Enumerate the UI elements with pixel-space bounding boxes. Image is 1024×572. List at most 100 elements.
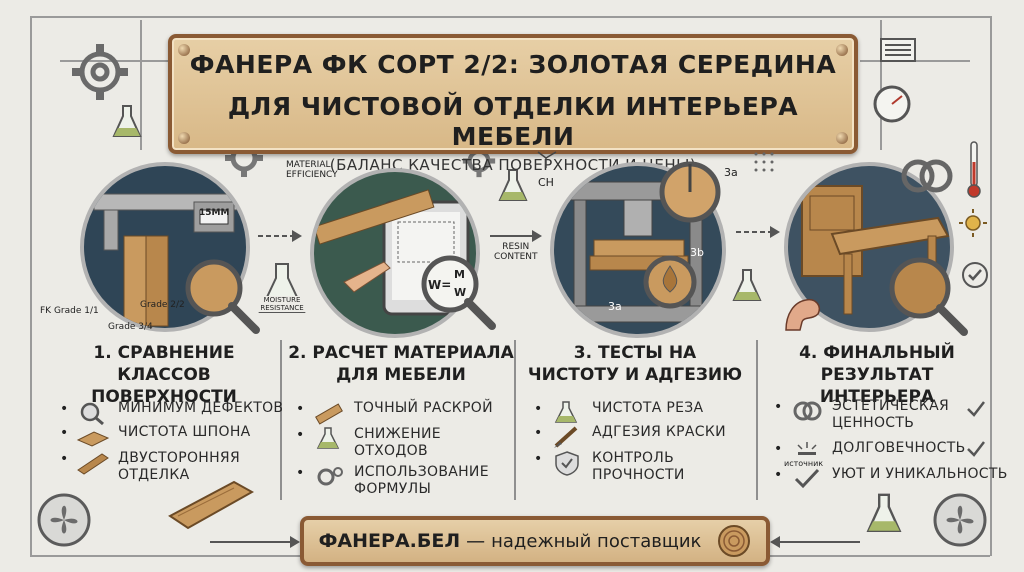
rivet (178, 132, 190, 144)
step1-bullet-2-text: ЧИСТОТА ШПОНА (118, 424, 251, 440)
step1-bullet-3-text: ДВУСТОРОННЯЯ ОТДЕЛКА (118, 450, 240, 483)
flask-icon (732, 269, 762, 301)
flask-icon (866, 493, 902, 532)
step4-bullet-3: • УЮТ И УНИКАЛЬНОСТЬ (774, 466, 1008, 492)
step4-title: 4. ФИНАЛЬНЫЙ РЕЗУЛЬТАТ ИНТЕРЬЕРА (762, 342, 992, 408)
grade-1-1-label: FK Grade 1/1 (40, 306, 99, 316)
step1-title: 1. СРАВНЕНИЕ КЛАССОВ ПОВЕРХНОСТИ (44, 342, 284, 408)
thermometer-icon (967, 141, 981, 198)
formula-denominator: W (454, 286, 467, 299)
ruler-icon (315, 403, 343, 425)
rivet (836, 132, 848, 144)
step1-title-line2: КЛАССОВ ПОВЕРХНОСТИ (91, 365, 237, 407)
step4-bullet-1: • ЭСТЕТИЧЕСКАЯ ЦЕННОСТЬ (774, 398, 950, 431)
grade-2-2-label: Grade 2/2 (140, 300, 185, 310)
page-title-line2: ДЛЯ ЧИСТОВОЙ ОТДЕЛКИ ИНТЕРЬЕРА МЕБЕЛИ (227, 92, 799, 151)
step3-illustration (550, 162, 726, 338)
source-caption: источник (784, 459, 824, 468)
wood-log-icon (718, 525, 751, 557)
wood-magnifier-icon (889, 257, 968, 336)
check-icon (967, 441, 985, 457)
page-title-line1: ФАНЕРА ФК СОРТ 2/2: ЗОЛОТАЯ СЕРЕДИНА (189, 50, 837, 79)
rivet (178, 44, 190, 56)
step3-title-line2: ЧИСТОТУ И АДГЕЗИЮ (527, 365, 743, 385)
step2-title: 2. РАСЧЕТ МАТЕРИАЛА ДЛЯ МЕБЕЛИ (286, 342, 516, 386)
beaker-icon (554, 401, 578, 423)
checkmark-icon (794, 468, 820, 489)
formula-magnifier-icon (421, 255, 496, 330)
step3-bullet-1: • ЧИСТОТА РЕЗА (534, 400, 703, 426)
step2-bullet-3-text: ИСПОЛЬЗОВАНИЕ ФОРМУЛЫ (354, 464, 489, 497)
step3-bullet-2-text: АДГЕЗИЯ КРАСКИ (592, 424, 726, 440)
fan-icon (933, 493, 987, 547)
step3-bullet-3: • КОНТРОЛЬ ПРОЧНОСТИ (534, 450, 685, 483)
step4-bullet-2: • ДОЛГОВЕЧНОСТЬ (774, 440, 965, 466)
source-icon (797, 442, 817, 455)
footer-separator: — (466, 530, 486, 552)
test-3a-label: 3a (724, 166, 738, 179)
dots-grid-icon (754, 152, 774, 172)
step2-bullet-1: • ТОЧНЫЙ РАСКРОЙ (296, 400, 493, 426)
column-divider (756, 340, 758, 500)
step2-title-line2: ДЛЯ МЕБЕЛИ (336, 365, 466, 385)
step1-bullet-1-text: МИНИМУМ ДЕФЕКТОВ (118, 400, 284, 416)
step3-bullet-3-text: КОНТРОЛЬ ПРОЧНОСТИ (592, 450, 685, 483)
step1-bullet-1: • МИНИМУМ ДЕФЕКТОВ (60, 400, 283, 426)
chemical-ch-label: CH (538, 176, 554, 189)
step4-bullet-3-text: УЮТ И УНИКАЛЬНОСТЬ (832, 466, 1008, 482)
arrow-right-icon (736, 226, 780, 238)
veneer-board-icon (76, 431, 110, 447)
arrow-right-icon (258, 230, 302, 242)
title-plate: ФАНЕРА ФК СОРТ 2/2: ЗОЛОТАЯ СЕРЕДИНА ДЛЯ… (168, 34, 858, 174)
formula-numerator: M (454, 268, 465, 281)
muscle-arm-icon (785, 298, 820, 331)
step2-bullet-3: • ИСПОЛЬЗОВАНИЕ ФОРМУЛЫ (296, 464, 489, 497)
drop-magnifier-icon (643, 255, 697, 309)
resin-content-label: RESIN CONTENT (494, 242, 538, 262)
footer-banner: ФАНЕРА.БЕЛ — надежный поставщик (300, 516, 770, 566)
flask-icon (316, 427, 340, 449)
plank-icon (77, 453, 109, 475)
arrow-right-icon (490, 230, 542, 242)
step3-title-line1: 3. ТЕСТЫ НА (573, 343, 697, 363)
step2-bullet-2-text: СНИЖЕНИЕ ОТХОДОВ (354, 426, 441, 459)
brush-icon (554, 426, 578, 448)
flask-icon (498, 169, 528, 201)
arrow-right-icon (210, 536, 300, 548)
step3-bullet-1-text: ЧИСТОТА РЕЗА (592, 400, 704, 416)
material-efficiency-label: MATERIAL EFFICIENCY (286, 160, 338, 180)
gear-icon (72, 44, 128, 100)
step3-bullet-2: • АДГЕЗИЯ КРАСКИ (534, 424, 726, 450)
fan-icon (37, 493, 91, 547)
drill-magnifier-icon (659, 161, 721, 223)
caliper-reading: 15MM (199, 208, 230, 218)
step1-title-line1: 1. СРАВНЕНИЕ (93, 343, 235, 363)
checkmark-badge-icon (962, 262, 988, 288)
chemical-structure-icon (537, 151, 557, 168)
moisture-resistance-label: MOISTURE RESISTANCE (258, 296, 306, 312)
step1-bullet-2: • ЧИСТОТА ШПОНА (60, 424, 251, 450)
footer-brand: ФАНЕРА.БЕЛ (318, 530, 461, 552)
step3-title: 3. ТЕСТЫ НА ЧИСТОТУ И АДГЕЗИЮ (520, 342, 750, 386)
step2-title-line1: 2. РАСЧЕТ МАТЕРИАЛА (288, 343, 514, 363)
footer-tagline: надежный поставщик (491, 530, 702, 552)
grade-3-4-label: Grade 3/4 (108, 322, 153, 332)
step4-bullet-2-text: ДОЛГОВЕЧНОСТЬ (832, 440, 966, 456)
rivet (836, 44, 848, 56)
check-icon (967, 401, 985, 417)
rings-icon (901, 159, 953, 193)
pressure-gauge-icon (873, 85, 911, 123)
arrow-left-icon (770, 536, 860, 548)
shield-check-icon (555, 451, 579, 476)
rings-icon (793, 401, 822, 421)
step2-bullet-1-text: ТОЧНЫЙ РАСКРОЙ (354, 400, 493, 416)
gears-icon (317, 467, 343, 486)
caliper-illustration (93, 193, 245, 327)
step2-bullet-2: • СНИЖЕНИЕ ОТХОДОВ (296, 426, 441, 459)
wood-plank-icon (168, 480, 254, 530)
flask-icon (112, 105, 142, 137)
column-divider (514, 340, 516, 500)
step4-title-line1: 4. ФИНАЛЬНЫЙ (799, 343, 955, 363)
vent-icon (880, 38, 916, 62)
sun-icon (959, 209, 987, 237)
